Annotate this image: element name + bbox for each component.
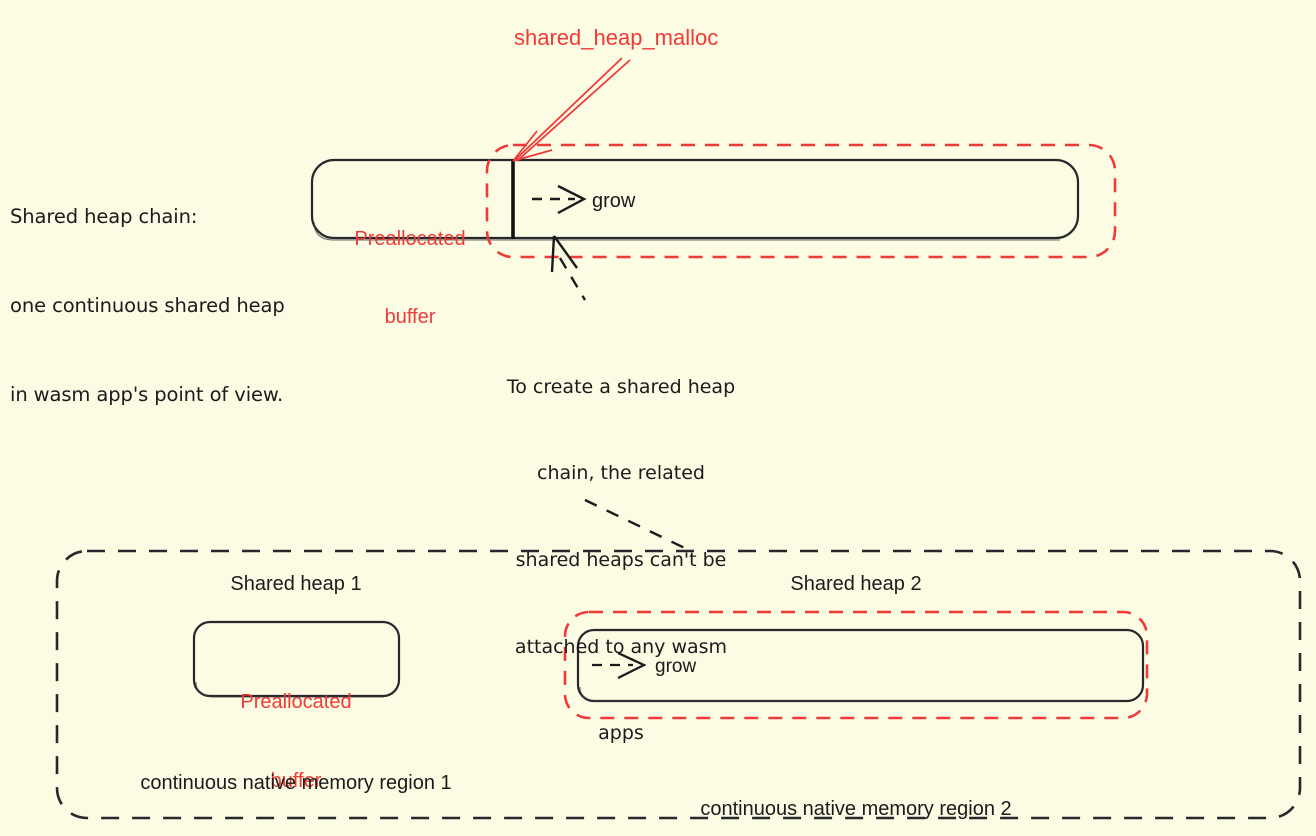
note-leader-line xyxy=(550,235,587,301)
top-grow-label: grow xyxy=(592,190,636,212)
shared-heap-chain-note: To create a shared heap chain, the relat… xyxy=(487,315,755,806)
native-memory-region-1-caption: continuous native memory region 1 (from … xyxy=(106,716,486,836)
shared-heap-2-title: Shared heap 2 xyxy=(790,573,922,595)
bottom-grow-label: grow xyxy=(655,656,697,677)
grow-arrow-top xyxy=(532,184,587,215)
note-line-2: chain, the related xyxy=(537,462,705,485)
note-line-5: apps xyxy=(598,722,644,745)
top-preallocated-line-2: buffer xyxy=(384,306,436,328)
shared-heap-malloc-label: shared_heap_malloc xyxy=(514,25,719,50)
description-line-1: Shared heap chain: xyxy=(10,205,198,229)
note-line-1: To create a shared heap xyxy=(506,375,736,398)
description-line-2: one continuous shared heap xyxy=(10,294,285,318)
region2-caption-line-1: continuous native memory region 2 xyxy=(700,798,1012,820)
shared-heap-chain-description: Shared heap chain: one continuous shared… xyxy=(10,143,285,469)
top-preallocated-line-1: Preallocated xyxy=(354,228,466,250)
note-line-3: shared heaps can't be xyxy=(515,549,727,571)
top-preallocated-buffer-label: Preallocated buffer xyxy=(336,174,484,382)
description-line-3: in wasm app's point of view. xyxy=(10,383,284,406)
shared-heap-1-title: Shared heap 1 xyxy=(230,573,362,595)
top-red-dashed-region xyxy=(485,143,1117,259)
heap1-buffer-line-1: Preallocated xyxy=(240,690,352,713)
heap1-buffer-line-2: buffer xyxy=(270,769,322,792)
note-line-4: attached to any wasm xyxy=(514,635,728,658)
region1-caption-line-1: continuous native memory region 1 xyxy=(140,772,452,794)
heap1-preallocated-buffer-label: Preallocated buffer xyxy=(196,636,396,836)
native-memory-region-2-caption: continuous native memory region 2 (WAMR … xyxy=(666,742,1046,836)
shared-heap-malloc-arrow xyxy=(512,57,631,162)
